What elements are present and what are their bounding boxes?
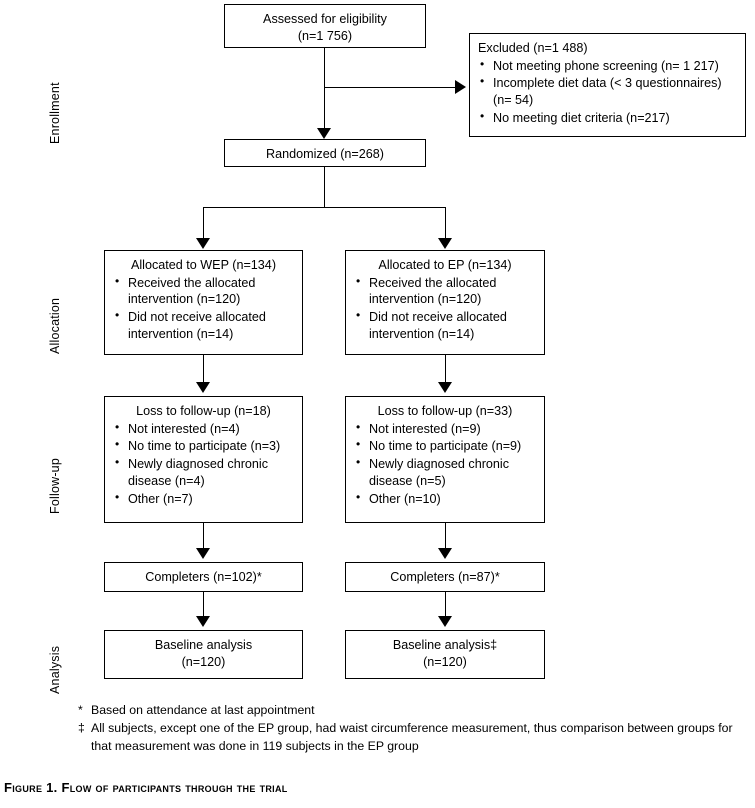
footnote-double-dagger: ‡ All subjects, except one of the EP gro… (78, 720, 743, 755)
connector-assessed-to-randomized (324, 48, 325, 132)
node-excluded-list: Not meeting phone screening (n= 1 217) I… (478, 57, 737, 127)
list-item: Received the allocated intervention (n=1… (354, 274, 536, 308)
connector-randomized-to-ep (445, 207, 446, 243)
arrowhead-wep-alloc-to-followup (196, 382, 210, 393)
connector-wep-followup-to-completers (203, 523, 204, 553)
arrowhead-assessed-to-excluded (455, 80, 466, 94)
footnote-asterisk-text: Based on attendance at last appointment (91, 703, 315, 717)
connector-wep-alloc-to-followup (203, 355, 204, 387)
stage-label-allocation: Allocation (48, 297, 62, 354)
node-completers-ep: Completers (n=87)* (345, 562, 545, 592)
node-baseline-analysis-ep: Baseline analysis‡ (n=120) (345, 630, 545, 679)
arrowhead-assessed-to-randomized (317, 128, 331, 139)
node-loss-followup-wep: Loss to follow-up (n=18) Not interested … (104, 396, 303, 523)
connector-randomized-stem (324, 167, 325, 208)
node-excluded-title: Excluded (n=1 488) (478, 41, 588, 55)
node-allocated-ep-title: Allocated to EP (n=134) (378, 258, 512, 272)
node-loss-followup-wep-list: Not interested (n=4) No time to particip… (113, 420, 294, 508)
arrowhead-ep-completers-to-baseline (438, 616, 452, 627)
node-loss-followup-ep: Loss to follow-up (n=33) Not interested … (345, 396, 545, 523)
node-allocated-ep: Allocated to EP (n=134) Received the all… (345, 250, 545, 355)
node-baseline-analysis-wep-title: Baseline analysis (154, 638, 253, 652)
figure-caption: Figure 1. Flow of participants through t… (4, 780, 288, 795)
connector-wep-completers-to-baseline (203, 592, 204, 620)
node-allocated-wep-list: Received the allocated intervention (n=1… (113, 274, 294, 343)
arrowhead-randomized-to-ep (438, 238, 452, 249)
node-assessed-title: Assessed for eligibility (263, 12, 387, 26)
list-item: Not interested (n=4) (113, 420, 294, 438)
arrowhead-ep-alloc-to-followup (438, 382, 452, 393)
list-item: Other (n=7) (113, 490, 294, 508)
connector-ep-alloc-to-followup (445, 355, 446, 387)
list-item: Not meeting phone screening (n= 1 217) (478, 57, 737, 75)
footnotes: * Based on attendance at last appointmen… (78, 702, 743, 756)
connector-randomized-to-wep (203, 207, 204, 243)
node-completers-ep-title: Completers (n=87)* (390, 570, 500, 584)
node-randomized-title: Randomized (n=268) (266, 147, 384, 161)
stage-label-followup: Follow-up (48, 458, 62, 514)
list-item: Newly diagnosed chronic disease (n=4) (113, 455, 294, 489)
node-randomized: Randomized (n=268) (224, 139, 426, 167)
node-baseline-analysis-ep-title: Baseline analysis‡ (392, 638, 498, 652)
node-excluded: Excluded (n=1 488) Not meeting phone scr… (469, 33, 746, 137)
node-completers-wep: Completers (n=102)* (104, 562, 303, 592)
arrowhead-wep-followup-to-completers (196, 548, 210, 559)
node-baseline-analysis-ep-count: (n=120) (423, 654, 467, 669)
list-item: Incomplete diet data (< 3 questionnaires… (478, 74, 737, 108)
list-item: Did not receive allocated intervention (… (354, 308, 536, 342)
list-item: No time to participate (n=3) (113, 437, 294, 455)
footnote-double-dagger-mark: ‡ (78, 721, 85, 736)
connector-assessed-to-excluded (324, 87, 458, 88)
node-allocated-wep-title: Allocated to WEP (n=134) (130, 258, 277, 272)
connector-ep-completers-to-baseline (445, 592, 446, 620)
arrowhead-ep-followup-to-completers (438, 548, 452, 559)
list-item: No meeting diet criteria (n=217) (478, 109, 737, 127)
connector-randomized-split (203, 207, 446, 208)
list-item: Not interested (n=9) (354, 420, 536, 438)
node-loss-followup-ep-list: Not interested (n=9) No time to particip… (354, 420, 536, 508)
list-item: Newly diagnosed chronic disease (n=5) (354, 455, 536, 489)
stage-label-analysis: Analysis (48, 645, 62, 694)
node-loss-followup-ep-title: Loss to follow-up (n=33) (377, 404, 513, 418)
list-item: No time to participate (n=9) (354, 437, 536, 455)
footnote-asterisk-mark: * (78, 703, 83, 717)
stage-label-enrollment: Enrollment (48, 82, 62, 144)
footnote-asterisk: * Based on attendance at last appointmen… (78, 702, 743, 719)
node-assessed-for-eligibility: Assessed for eligibility (n=1 756) (224, 4, 426, 48)
arrowhead-randomized-to-wep (196, 238, 210, 249)
footnote-double-dagger-text: All subjects, except one of the EP group… (91, 721, 733, 753)
node-assessed-count: (n=1 756) (297, 28, 353, 43)
node-baseline-analysis-wep-count: (n=120) (181, 654, 226, 669)
node-completers-wep-title: Completers (n=102)* (145, 570, 262, 584)
node-allocated-wep: Allocated to WEP (n=134) Received the al… (104, 250, 303, 355)
list-item: Received the allocated intervention (n=1… (113, 274, 294, 308)
connector-ep-followup-to-completers (445, 523, 446, 553)
arrowhead-wep-completers-to-baseline (196, 616, 210, 627)
node-loss-followup-wep-title: Loss to follow-up (n=18) (136, 404, 271, 418)
node-allocated-ep-list: Received the allocated intervention (n=1… (354, 274, 536, 343)
list-item: Did not receive allocated intervention (… (113, 308, 294, 342)
list-item: Other (n=10) (354, 490, 536, 508)
node-baseline-analysis-wep: Baseline analysis (n=120) (104, 630, 303, 679)
